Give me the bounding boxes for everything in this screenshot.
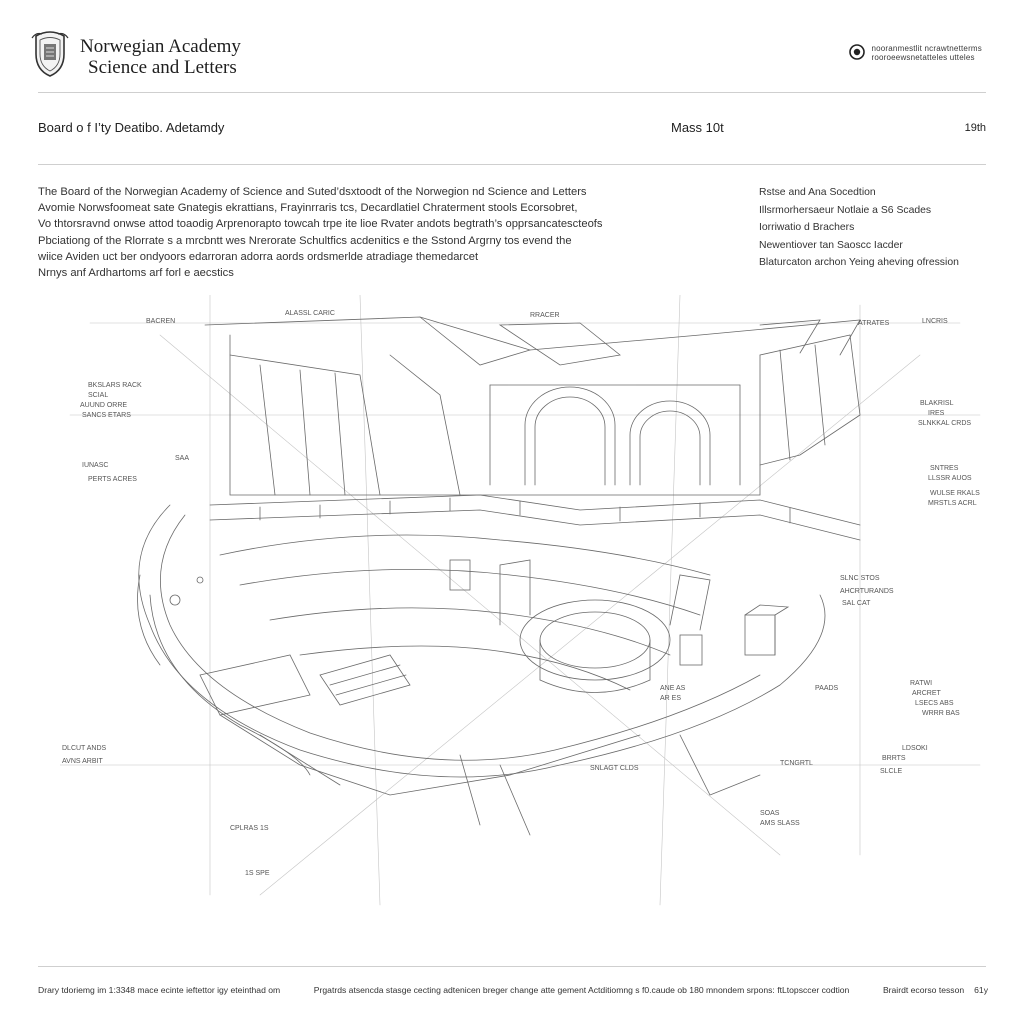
- sketch-label: SLNKKAL CRDS: [918, 420, 971, 427]
- footer-reference: Brairdt ecorso tesson: [882, 985, 965, 995]
- sketch-label: SOAS: [760, 810, 780, 817]
- footer-page-number: 61y: [974, 985, 988, 995]
- sketch-label: BLAKRISL: [920, 400, 954, 407]
- sketch-label: SNTRES: [930, 465, 959, 472]
- board-title: Board o f I’ty Deatibo. Adetamdy: [38, 120, 225, 135]
- header-reference-line-2: rooroeewsnetatteles utteles: [871, 53, 975, 62]
- sketch-label: AVNS ARBIT: [62, 758, 103, 765]
- sketch-label: TCNGRTL: [780, 760, 813, 767]
- intro-line: Avomie Norwsfoomeat sate Gnategis ekratt…: [38, 202, 578, 215]
- sketch-label: AR ES: [660, 695, 681, 702]
- sketch-label: LLSSR AUOS: [928, 475, 972, 482]
- seal-icon: [849, 44, 866, 60]
- side-note: Blaturcaton archon Yeing aheving ofressi…: [759, 257, 959, 269]
- sketch-label: 1S SPE: [245, 870, 270, 877]
- intro-line: The Board of the Norwegian Academy of Sc…: [38, 186, 587, 198]
- page-marker: 19th: [964, 122, 986, 134]
- footer-notes: Prgatrds atsencda stasge cecting adtenic…: [313, 985, 850, 995]
- sketch-label: SLNC STOS: [840, 575, 880, 582]
- sketch-label: ALASSL CARIC: [285, 310, 335, 317]
- side-note: Iorriwatio d Brachers: [759, 222, 855, 234]
- sketch-label: LSECS ABS: [915, 700, 954, 707]
- sketch-label: IRES: [928, 410, 945, 417]
- architectural-sketch: BACREN ALASSL CARIC RRACER ATRATES LNCRI…: [60, 295, 981, 906]
- side-note: Illsrmorhersaeur Notlaie a S6 Scades: [759, 204, 932, 216]
- sketch-label: WULSE RKALS: [930, 490, 980, 497]
- org-name-line-2: Science and Letters: [88, 57, 237, 78]
- sketch-label: AMS SLASS: [760, 820, 800, 827]
- org-name-line-1: Norwegian Academy: [80, 36, 241, 57]
- sketch-label: ARCRET: [912, 690, 942, 697]
- sketch-label: SNLAGT CLDS: [590, 765, 639, 772]
- academy-crest-icon: [31, 31, 69, 77]
- page-footer: Drary tdoriemg im 1:3348 mace ecinte ief…: [38, 985, 988, 995]
- sketch-label: DLCUT ANDS: [62, 745, 107, 752]
- sketch-labels: BACREN ALASSL CARIC RRACER ATRATES LNCRI…: [62, 310, 980, 877]
- sketch-label: SAL CAT: [842, 600, 871, 607]
- sketch-label: IUNASC: [82, 462, 108, 469]
- page-header: Norwegian Academy Science and Letters no…: [30, 30, 990, 82]
- sketch-label: SANCS ETARS: [82, 412, 131, 419]
- header-reference-line-1: nooranmestlit ncrawtnetterms: [871, 44, 982, 53]
- sketch-label: PERTS ACRES: [88, 476, 137, 483]
- sketch-label: MRSTLS ACRL: [928, 500, 977, 507]
- sketch-label: AUUND ORRE: [80, 402, 127, 409]
- intro-line: Nrnys anf Ardhartoms arf forl e aecstics: [38, 267, 234, 280]
- footer-scale-note: Drary tdoriemg im 1:3348 mace ecinte ief…: [38, 985, 281, 995]
- sketch-label: LDSOKI: [902, 745, 928, 752]
- side-notes: Rstse and Ana Socedtion Illsrmorhersaeur…: [759, 184, 959, 272]
- side-note: Newentiover tan Saoscc Iacder: [759, 239, 903, 251]
- header-reference-block: nooranmestlit ncrawtnetterms rooroeewsne…: [849, 44, 982, 62]
- sketch-label: RRACER: [530, 312, 560, 319]
- sketch-label: SLCLE: [880, 768, 903, 775]
- sketch-label: RATWI: [910, 680, 932, 687]
- sketch-label: CPLRAS 1S: [230, 825, 269, 832]
- organization-name: Norwegian Academy Science and Letters: [80, 36, 241, 78]
- side-note: Rstse and Ana Socedtion: [759, 187, 876, 198]
- intro-line: wiice Aviden uct ber ondyoors edarroran …: [38, 250, 479, 263]
- intro-paragraph: The Board of the Norwegian Academy of Sc…: [38, 184, 608, 281]
- sketch-label: PAADS: [815, 685, 839, 692]
- sketch-label: LNCRIS: [922, 318, 948, 325]
- sketch-label: ATRATES: [858, 320, 890, 327]
- sketch-label: WRRR BAS: [922, 710, 960, 717]
- sketch-label: ANE AS: [660, 685, 686, 692]
- sketch-label: BRRTS: [882, 755, 906, 762]
- footer-divider: [38, 966, 986, 967]
- mass-label: Mass 10t: [671, 120, 724, 135]
- subheader-divider: [38, 164, 986, 165]
- sketch-label: BKSLARS RACK: [88, 382, 142, 389]
- sketch-label: SAA: [175, 455, 189, 462]
- sketch-label: AHCRTURANDS: [840, 588, 894, 595]
- sketch-label: BACREN: [146, 318, 175, 325]
- header-divider: [38, 92, 986, 93]
- intro-line: Pbciationg of the Rlorrate s a mrcbntt w…: [38, 234, 572, 247]
- intro-line: Vo thtorsravnd onwse attod toaodig Arpre…: [38, 218, 603, 231]
- sketch-label: SCIAL: [88, 392, 108, 399]
